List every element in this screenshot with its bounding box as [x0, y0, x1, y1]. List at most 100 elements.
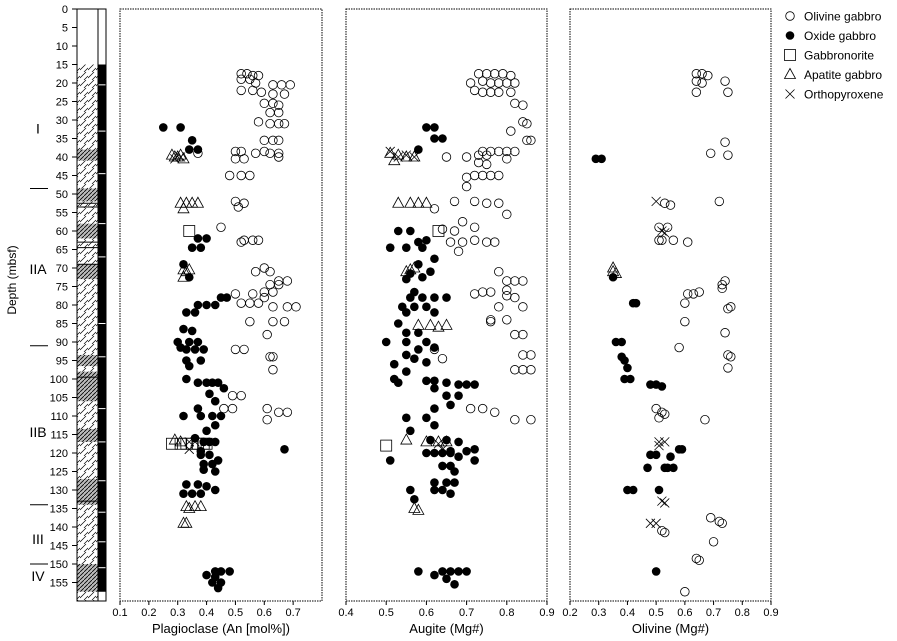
olivine-gabbro-point	[526, 365, 536, 375]
apatite-gabbro-point	[609, 266, 623, 278]
depth-tick-label: 55	[56, 208, 68, 220]
olivine-gabbro-point	[714, 516, 725, 527]
apatite-gabbro-point	[440, 318, 453, 330]
olivine-gabbro-point	[445, 237, 456, 247]
olivine-gabbro-point	[268, 302, 278, 312]
apatite-gabbro-point	[606, 261, 620, 273]
oxide-gabbro-point	[213, 583, 223, 593]
oxide-gabbro-point	[385, 456, 395, 465]
depth-tick-label: 95	[56, 356, 68, 368]
olivine-gabbro-point	[490, 237, 500, 247]
olivine-gabbro-point	[253, 298, 264, 308]
x-tick-label: 0.8	[499, 607, 514, 619]
olivine-gabbro-point	[230, 344, 241, 355]
olivine-gabbro-point	[282, 407, 293, 418]
orthopyroxene-point	[170, 154, 180, 164]
depth-tick-label: 30	[56, 115, 68, 127]
depth-axis: 0510152025303540455055606570758085909510…	[50, 4, 77, 590]
legend-label: Oxide gabbro	[804, 29, 876, 43]
oxide-gabbro-point	[184, 361, 194, 371]
x-tick-label: 0.6	[677, 607, 692, 619]
oxide-gabbro-point	[414, 567, 423, 576]
column-band	[77, 428, 98, 442]
depth-tick-label: 155	[50, 578, 68, 590]
recovery-frame	[97, 8, 107, 602]
olivine-gabbro-point	[230, 146, 241, 157]
column-band	[77, 564, 98, 592]
olivine-gabbro-point	[502, 315, 512, 325]
depth-tick-label: 145	[50, 541, 68, 553]
oxide-gabbro-point	[657, 382, 667, 391]
x-tick-label: 0.4	[199, 607, 214, 619]
olivine-gabbro-point	[279, 118, 290, 129]
olivine-gabbro-point	[259, 146, 269, 157]
olivine-gabbro-point	[268, 352, 278, 362]
olivine-gabbro-point	[518, 329, 528, 340]
oxide-gabbro-point	[410, 354, 419, 363]
apatite-gabbro-point	[180, 196, 193, 208]
apatite-gabbro-point	[404, 263, 417, 275]
olivine-gabbro-point	[654, 235, 664, 245]
olivine-gabbro-point	[502, 154, 512, 164]
olivine-gabbro-point	[674, 342, 684, 353]
olivine-gabbro-point	[518, 117, 528, 127]
olivine-gabbro-point	[482, 198, 492, 208]
column-band	[77, 149, 98, 161]
olivine-gabbro-point	[518, 365, 528, 375]
oxide-gabbro-point	[454, 380, 463, 389]
olivine-gabbro-point	[274, 279, 284, 290]
olivine-gabbro-point	[494, 198, 504, 208]
oxide-gabbro-point	[205, 450, 214, 460]
olivine-gabbro-point	[700, 415, 710, 425]
oxide-gabbro-point	[626, 374, 635, 384]
olivine-gabbro-point	[510, 98, 520, 109]
olivine-gabbro-point	[477, 403, 488, 414]
apatite-gabbro-point	[165, 148, 179, 160]
olivine-gabbro-point	[720, 328, 730, 338]
oxide-gabbro-point	[430, 404, 439, 413]
oxide-gabbro-point	[430, 343, 439, 352]
x-tick-label: 0.3	[170, 607, 185, 619]
oxide-gabbro-point	[620, 356, 629, 365]
series-cross	[645, 196, 670, 529]
column-band	[77, 354, 98, 367]
x-tick-label: 0.7	[706, 607, 721, 619]
depth-tick-label: 25	[56, 97, 68, 109]
olivine-gabbro-point	[461, 152, 472, 162]
unit-label: IIA	[29, 261, 47, 277]
oxide-gabbro-point	[422, 358, 431, 367]
oxide-gabbro-point	[179, 324, 188, 334]
olivine-gabbro-point	[723, 87, 733, 97]
apatite-gabbro-point	[412, 503, 425, 515]
oxide-gabbro-point	[193, 480, 203, 489]
oxide-gabbro-point	[414, 145, 423, 154]
oxide-gabbro-point	[430, 254, 439, 264]
olivine-gabbro-point	[449, 196, 460, 207]
olivine-gabbro-point	[285, 80, 295, 90]
olivine-gabbro-point	[268, 287, 278, 297]
olivine-gabbro-point	[469, 235, 480, 245]
apatite-gabbro-point	[174, 196, 187, 208]
olivine-gabbro-point	[248, 289, 258, 299]
olivine-gabbro-point	[279, 316, 290, 327]
x-tick-label: 0.3	[591, 607, 606, 619]
olivine-gabbro-point	[691, 69, 702, 79]
olivine-gabbro-point	[469, 196, 480, 207]
olivine-gabbro-point	[236, 69, 246, 79]
olivine-gabbro-point	[274, 118, 284, 129]
olivine-gabbro-point	[268, 316, 278, 327]
olivine-gabbro-point	[723, 304, 733, 314]
series-filled-circle	[591, 154, 687, 576]
olivine-gabbro-point	[268, 80, 278, 90]
olivine-gabbro-point	[502, 146, 512, 157]
apatite-gabbro-point	[408, 501, 421, 513]
olivine-gabbro-point	[660, 198, 670, 208]
olivine-gabbro-point	[245, 74, 255, 85]
orthopyroxene-point	[175, 152, 186, 162]
oxide-gabbro-point	[208, 411, 217, 421]
olivine-gabbro-point	[526, 350, 536, 360]
oxide-gabbro-point	[422, 337, 431, 347]
olivine-gabbro-point	[224, 170, 235, 181]
oxide-gabbro-point	[402, 308, 411, 317]
